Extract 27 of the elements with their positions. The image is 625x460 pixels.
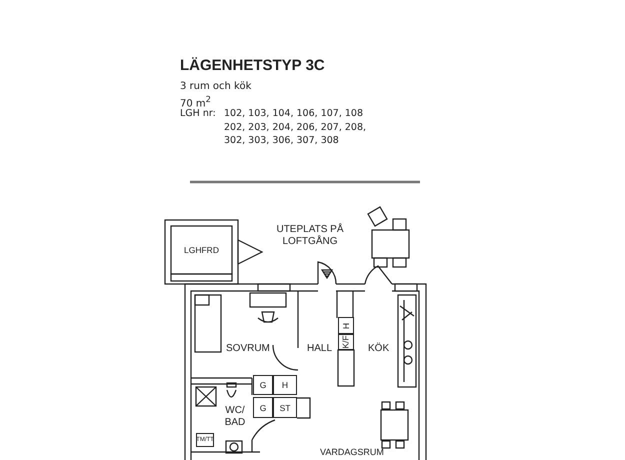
spec-text: 3 rum och kök [180, 81, 252, 92]
cabinet-box [253, 375, 273, 395]
cabinet-label: G [260, 380, 266, 390]
area-text: 70 m$^{2}$ [180, 95, 211, 110]
room-label: UTEPLATS PÅ LOFTGÅNG [275, 224, 345, 247]
room-label: KÖK [368, 343, 390, 354]
unit-numbers: 302, 303, 306, 307, 308 [224, 136, 339, 147]
cabinet-label: K/F [341, 335, 351, 349]
cabinet-box [338, 317, 354, 334]
unit-numbers: 202, 203, 204, 206, 207, 208, [224, 123, 366, 134]
room-label: HALL [307, 343, 332, 354]
cabinet-label: G [260, 402, 266, 412]
unit-numbers: 102, 103, 104, 106, 107, 108 [224, 109, 363, 120]
cabinet-box [253, 397, 273, 418]
spec-text: LGH nr: [180, 109, 216, 120]
cabinet-box [273, 375, 297, 395]
cabinet-label: H [341, 322, 351, 329]
room-label: SOVRUM [226, 343, 270, 354]
cabinet-box [338, 334, 354, 350]
cabinet-box [196, 433, 214, 447]
cabinet-box [273, 397, 297, 418]
cabinet-label: H [282, 380, 288, 390]
cabinet-label: LGHFRD [184, 245, 219, 255]
cabinet-label: ST [280, 402, 290, 412]
room-label: WC/ BAD [224, 405, 246, 428]
room-label: VARDAGSRUM [320, 447, 384, 458]
title: LÄGENHETSTYP 3C [180, 57, 325, 74]
